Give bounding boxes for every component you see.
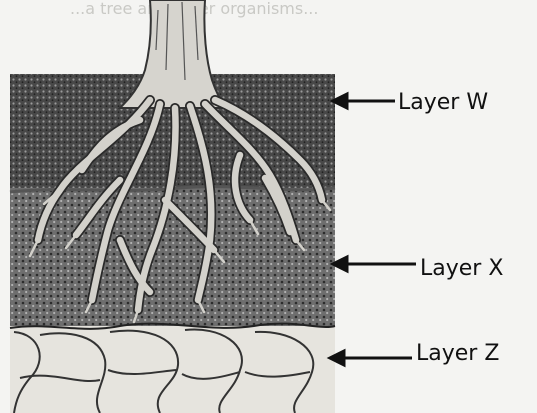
- layer-z-bedrock: [10, 324, 335, 413]
- layer-w-label: Layer W: [398, 90, 488, 115]
- arrow-x-head: [333, 257, 347, 271]
- arrow-w-head: [333, 94, 347, 108]
- layer-x-label: Layer X: [420, 256, 503, 281]
- layer-z-label: Layer Z: [416, 341, 499, 366]
- label-arrows: [330, 94, 416, 365]
